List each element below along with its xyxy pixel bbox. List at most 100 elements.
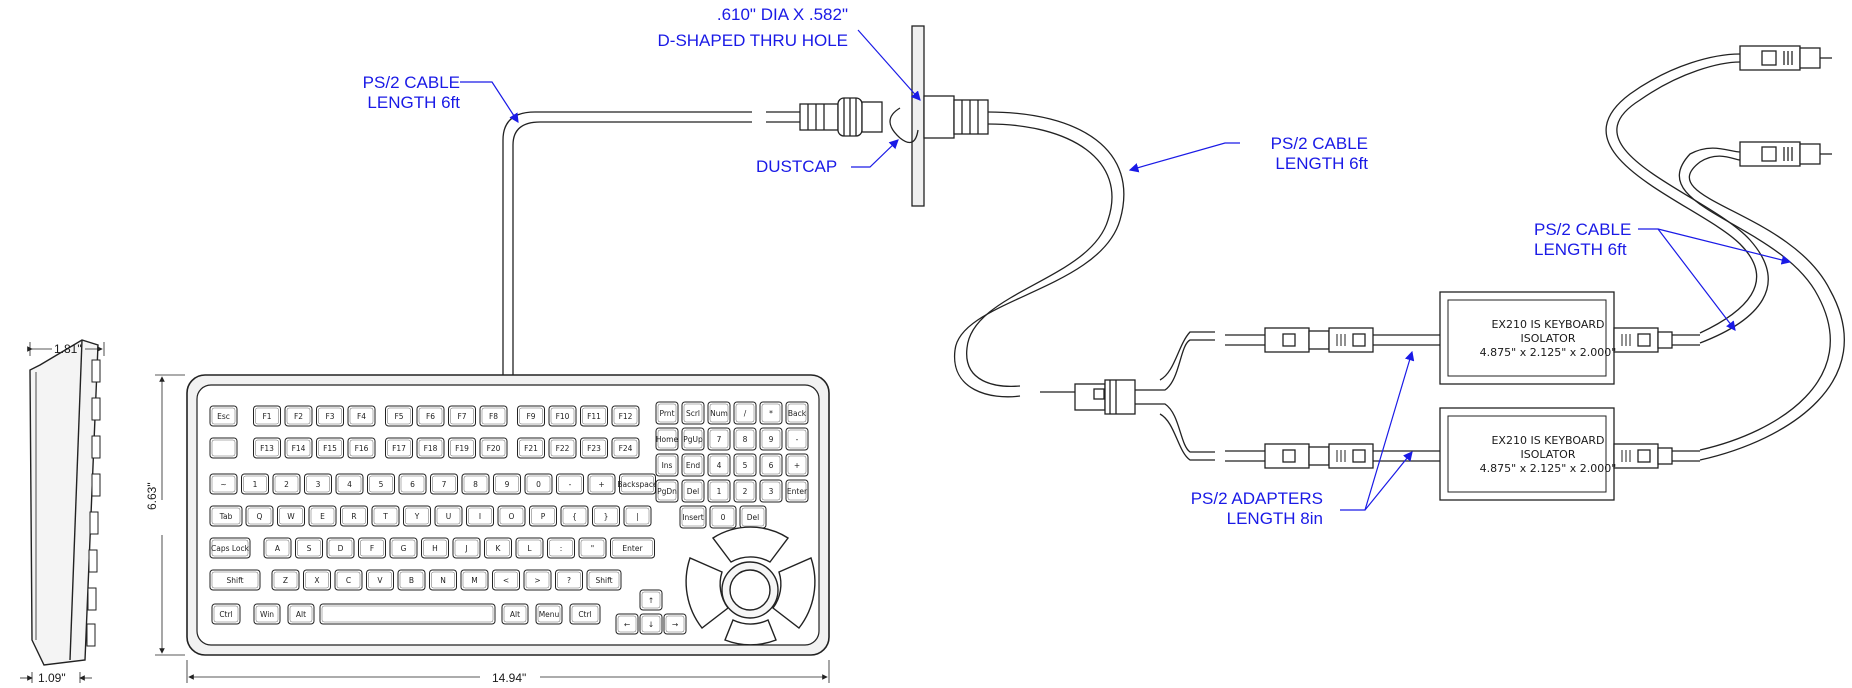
key-z-1: Z [271, 569, 300, 591]
key-num-8: 8 [461, 473, 490, 495]
key-q-3: E [308, 505, 337, 527]
key-label: 8 [473, 480, 478, 489]
numpad-key-18: PgDn [655, 479, 679, 503]
key-label: 2 [284, 480, 289, 489]
cable-right-line1: PS/2 CABLE [1534, 220, 1632, 239]
key-f24: F24 [611, 437, 640, 459]
numpad-key-0: Prnt [655, 401, 679, 425]
key-0: Esc [209, 405, 238, 427]
cable-right-label: PS/2 CABLE LENGTH 6ft [1534, 220, 1654, 260]
key-label: 8 [743, 435, 748, 444]
key-label: ~ [220, 480, 226, 489]
dim-side-depth-top: 1.81" [54, 342, 82, 356]
key-z-8: < [492, 569, 520, 591]
key-label: | [636, 512, 639, 521]
key-label: F1 [262, 412, 271, 421]
key-z-6: N [429, 569, 457, 591]
numpad-key-25: 0 [709, 505, 737, 529]
numpad-key-1: Scrl [681, 401, 705, 425]
key-a-8: K [484, 537, 512, 559]
key-6: F6 [416, 405, 445, 427]
key-label: Num [710, 409, 728, 418]
key-label: F8 [489, 412, 498, 421]
adapter2-port-top [1352, 333, 1366, 347]
numpad-key-22: 3 [759, 479, 783, 503]
key-11: F11 [580, 405, 608, 427]
adapter1-port-top [1282, 333, 1296, 347]
out-plug-top [1613, 327, 1659, 353]
key-f13: F13 [253, 437, 281, 459]
numpad-key-13: End [681, 453, 705, 477]
dustcap-label: DUSTCAP [756, 157, 838, 176]
key-label: F19 [455, 444, 469, 453]
cable-left-line1: PS/2 CABLE [362, 73, 460, 92]
output-cables [1605, 53, 1845, 461]
key-label: T [382, 512, 388, 521]
keyboard-cable [502, 111, 800, 375]
y-splitter [1040, 331, 1215, 461]
key-up: ↑ [639, 589, 663, 611]
key-label: F4 [357, 412, 366, 421]
out-port-top [1637, 333, 1651, 347]
keyboard-side-view [29, 339, 101, 666]
key-num-3: 3 [304, 473, 332, 495]
side-dimension-lines [20, 342, 105, 683]
key-a-12: Enter [610, 537, 655, 559]
isolator-top-line1: EX210 IS KEYBOARD [1491, 318, 1605, 331]
key-a-4: F [358, 537, 386, 559]
cable-left-label: PS/2 CABLE LENGTH 6ft [330, 73, 460, 113]
numpad-key-11: - [785, 427, 809, 451]
isolator-bottom-line1: EX210 IS KEYBOARD [1491, 434, 1605, 447]
key-8: F8 [479, 405, 508, 427]
key-q-0: Tab [209, 505, 243, 527]
key-label: L [527, 544, 532, 553]
thru-hole-line1: .610" DIA X .582" [716, 5, 848, 24]
key-q-2: W [277, 505, 305, 527]
key-label: - [796, 435, 799, 444]
adapter1-collar-top [1308, 330, 1330, 350]
key-label: Y [414, 512, 420, 521]
key-z-5: B [397, 569, 426, 591]
cable-mid-line1: PS/2 CABLE [1270, 134, 1368, 153]
isolator-chains [1225, 291, 1700, 501]
key-sp-4: Alt [501, 603, 529, 625]
key-9: F9 [517, 405, 545, 427]
key-label: 7 [442, 480, 447, 489]
key-label: K [496, 544, 502, 553]
isolator-top-line3: 4.875" x 2.125" x 2.000" [1479, 346, 1617, 359]
key-label: Scrl [686, 409, 700, 418]
numpad-key-23: Enter [785, 479, 809, 503]
key-label: A [275, 544, 281, 553]
key-label: PgUp [683, 435, 703, 444]
key-a-9: L [515, 537, 544, 559]
key-a-7: J [452, 537, 481, 559]
key-label: F20 [487, 444, 501, 453]
numpad-key-4: * [759, 401, 783, 425]
key-label: Del [747, 513, 759, 522]
key-7: F7 [448, 405, 476, 427]
key-label: / [744, 409, 747, 418]
numpad-key-21: 2 [733, 479, 757, 503]
key-sp-5: Menu [535, 603, 563, 625]
numpad-key-9: 8 [733, 427, 757, 451]
key-label: ↑ [648, 596, 654, 605]
key-label: F7 [457, 412, 466, 421]
cable-mid-line2: LENGTH 6ft [1275, 154, 1368, 173]
key-label: F [370, 544, 374, 553]
key-z-3: C [334, 569, 363, 591]
key-label: Alt [296, 610, 306, 619]
key-label: Home [656, 435, 679, 444]
thru-hole-label: .610" DIA X .582" D-SHAPED THRU HOLE [650, 5, 849, 51]
key-label: F2 [294, 412, 303, 421]
key-label: 6 [410, 480, 415, 489]
key-label: : [560, 544, 563, 553]
key-a-2: S [295, 537, 323, 559]
key-a-0: Caps Lock [209, 537, 251, 559]
key-label: ← [624, 620, 630, 629]
key-label: 4 [717, 461, 722, 470]
key-label: F23 [587, 444, 601, 453]
key-num-9: 9 [493, 473, 521, 495]
key-10: F10 [548, 405, 577, 427]
